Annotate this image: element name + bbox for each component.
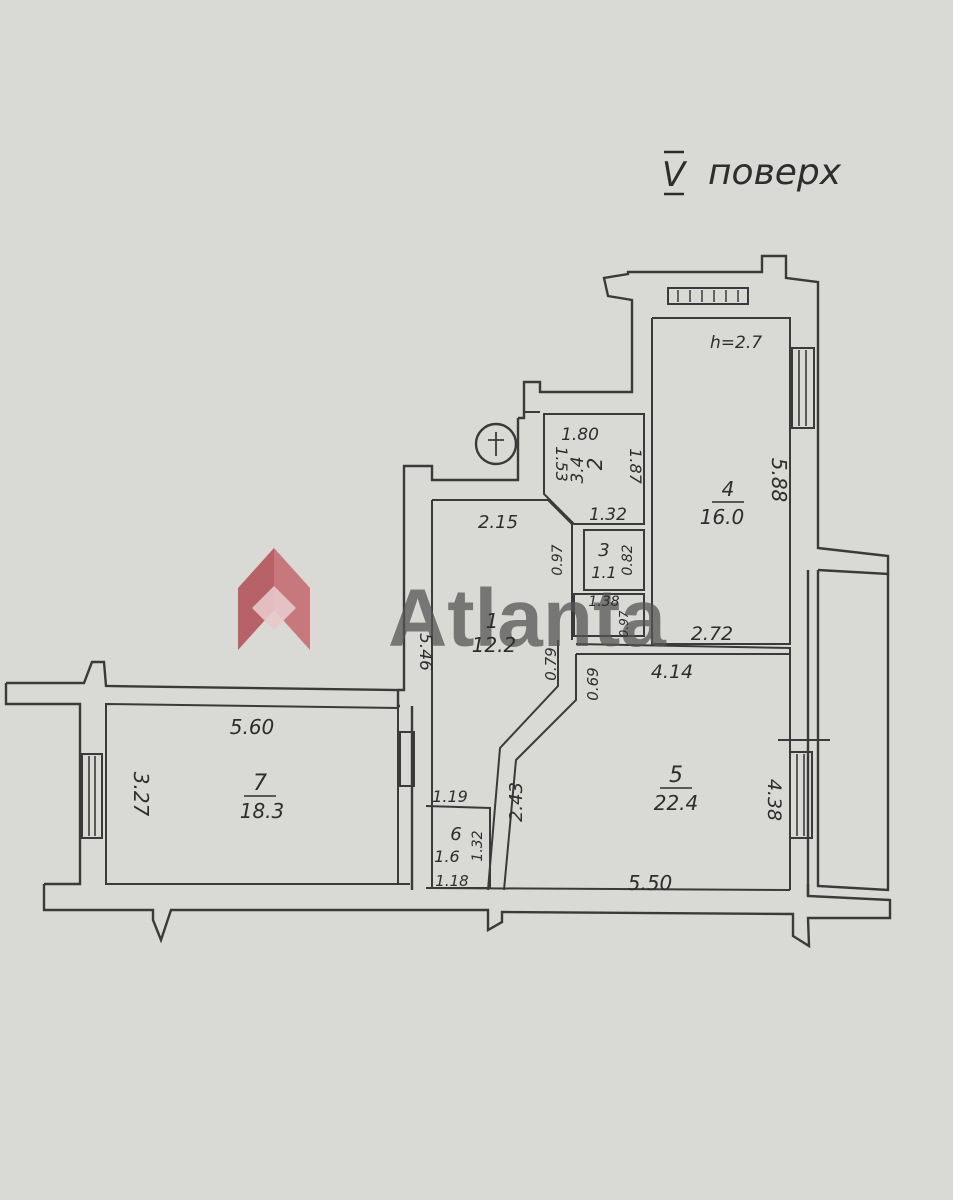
dim-corr-a: 0.79 <box>542 647 560 680</box>
floor-numeral: V <box>662 155 688 195</box>
dim-r6-side: 1.32 <box>470 830 486 861</box>
room-4-area: 16.0 <box>700 505 745 529</box>
walls <box>4 254 892 949</box>
room-3-area: 1.1 <box>591 563 616 582</box>
dim-r2-right: 1.87 <box>626 448 645 484</box>
room7-inner <box>105 702 399 885</box>
dimension-labels: h=2.7 5.60 3.27 1.80 1.53 1.87 1.32 2.15… <box>129 333 791 895</box>
dim-r3-bottom: 1.38 <box>588 594 619 610</box>
room6-box <box>425 805 491 889</box>
room-6-area: 1.6 <box>434 847 459 866</box>
dim-r2-left: 1.53 <box>552 446 571 482</box>
windows <box>81 287 830 839</box>
dim-r5-top: 4.14 <box>651 661 693 683</box>
bottom-wall <box>42 884 892 949</box>
room5-top <box>575 643 791 655</box>
room-3-number: 3 <box>598 540 609 561</box>
dim-r7-width: 5.60 <box>230 715 275 739</box>
room-7-number: 7 <box>253 771 267 796</box>
dim-r3-left: 0.97 <box>550 544 566 575</box>
riser-circle-icon <box>474 422 518 466</box>
room-2-area: 3.4 <box>568 456 588 483</box>
r3-lower <box>573 593 645 637</box>
corridor-left <box>487 640 559 891</box>
hall-top <box>432 499 573 640</box>
room-6-number: 6 <box>450 824 461 845</box>
dim-r3-small: 0.97 <box>617 610 631 637</box>
room-1-area: 12.2 <box>472 633 517 657</box>
dim-r5-bottom: 5.50 <box>628 871 673 895</box>
room-5-area: 22.4 <box>654 791 699 815</box>
r2-box <box>543 413 645 525</box>
dim-r5-left: 2.43 <box>506 782 527 822</box>
dim-corr-b: 0.69 <box>584 667 602 700</box>
r3-box <box>583 529 645 591</box>
watermark-text: Atlanta <box>388 573 667 664</box>
dim-r5-right: 4.38 <box>763 779 785 821</box>
room7-outer <box>4 683 82 886</box>
room-4-number: 4 <box>722 477 735 501</box>
dim-r3-right: 0.82 <box>620 544 636 575</box>
dim-hall-top: 2.15 <box>478 512 518 533</box>
dim-r2-top: 1.80 <box>561 425 599 445</box>
dim-r4-side: 5.88 <box>767 458 791 503</box>
room-1-number: 1 <box>486 609 499 633</box>
upper-wall <box>518 254 890 576</box>
watermark-logo-icon <box>274 548 310 650</box>
dim-r6-top: 1.19 <box>432 787 468 806</box>
ceiling-height: h=2.7 <box>710 333 762 353</box>
room-5-number: 5 <box>669 763 683 788</box>
right-outer <box>806 570 890 896</box>
dim-r7-depth: 3.27 <box>129 772 153 817</box>
corridor-right <box>503 654 577 891</box>
upper-inner <box>524 317 791 645</box>
hall-left-wall <box>398 418 520 692</box>
dim-r4-bottom: 2.72 <box>691 623 733 645</box>
room-7-area: 18.3 <box>240 799 285 823</box>
watermark: Atlanta <box>238 548 667 664</box>
floor-word: поверх <box>708 152 842 193</box>
room-labels: 7 18.3 2 3.4 3 1.1 4 16.0 1 12.2 5 22.4 … <box>240 456 745 866</box>
dim-r2-bottom: 1.32 <box>589 505 627 525</box>
dim-hall-side: 5.46 <box>415 633 435 671</box>
room-2-number: 2 <box>583 458 607 471</box>
room7-topwall <box>6 660 400 708</box>
riser-mark <box>488 432 504 456</box>
dim-r6-bottom: 1.18 <box>435 872 468 890</box>
